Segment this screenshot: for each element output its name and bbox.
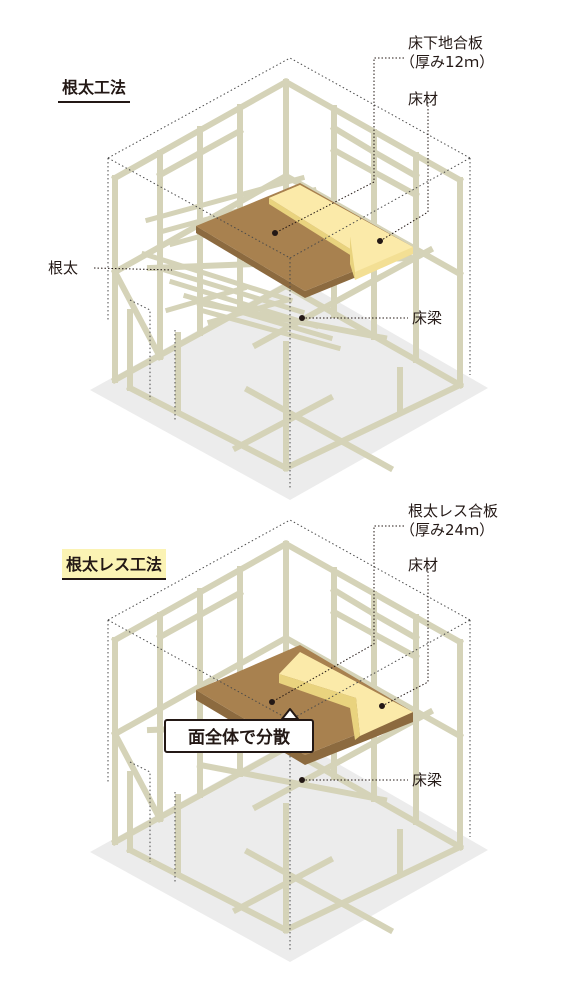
label-flooring-2: 床材 <box>408 556 439 574</box>
label-flooring: 床材 <box>408 90 439 108</box>
flooring-1 <box>269 185 413 280</box>
label-joist: 根太 <box>48 259 79 277</box>
method-title-joist: 根太工法 <box>58 72 131 103</box>
label-beam-2: 床梁 <box>412 771 443 789</box>
callout-distribute: 面全体で分散 <box>164 719 314 753</box>
label-joistless-plywood-line2: （厚み24ｍ） <box>400 521 495 539</box>
label-subfloor-line1: 床下地合板 <box>408 34 484 52</box>
label-beam: 床梁 <box>412 309 443 327</box>
label-joistless-plywood-line1: 根太レス合板 <box>408 502 499 520</box>
label-subfloor-line2: （厚み12ｍ） <box>400 53 495 71</box>
diagram-2 <box>90 519 488 962</box>
flooring-2 <box>279 652 413 740</box>
method-title-joistless: 根太レス工法 <box>62 549 167 580</box>
diagram-1 <box>90 57 488 500</box>
